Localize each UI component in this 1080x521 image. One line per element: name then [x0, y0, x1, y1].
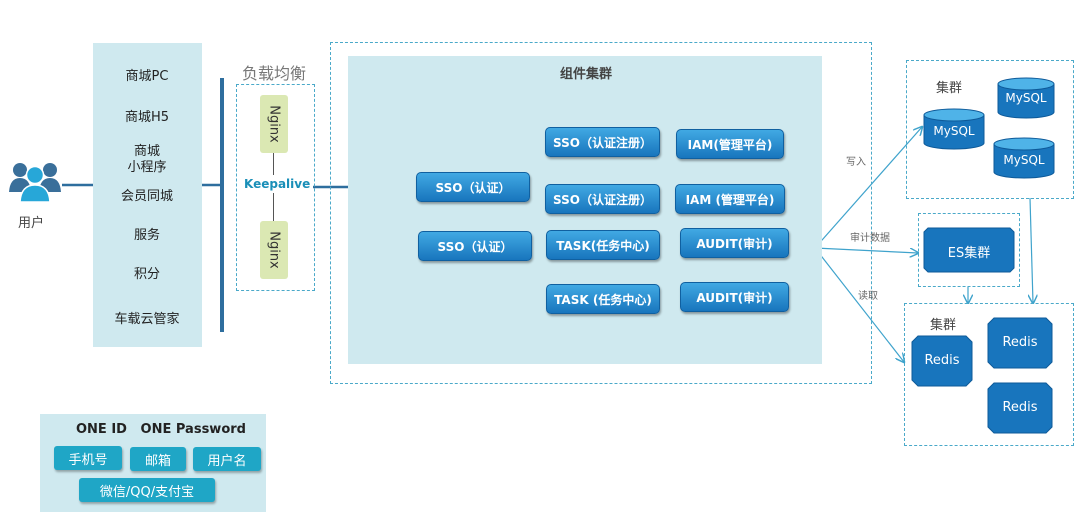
sso-register-service-2: SSO（认证注册）: [545, 184, 660, 214]
load-balancer-box: [236, 84, 315, 291]
email-option: 邮箱: [130, 447, 186, 471]
write-label: 写入: [846, 157, 866, 168]
user-label: 用户: [18, 216, 45, 231]
mysql-db-1-label: MySQL: [1005, 91, 1047, 105]
read-arrow: [814, 247, 904, 362]
client-car-cloud: 车载云管家: [114, 312, 180, 327]
sso-auth-service-2: SSO（认证）: [418, 231, 532, 261]
client-member-city: 会员同城: [120, 189, 173, 204]
iam-service-2: IAM (管理平台): [675, 184, 785, 214]
phone-option: 手机号: [54, 446, 122, 470]
read-label: 读取: [858, 291, 878, 302]
nginx-link-lower: [273, 193, 274, 221]
audit-service-2: AUDIT(审计): [680, 282, 789, 312]
es-cluster-shape: [923, 227, 1015, 273]
audit-data-arrow: [814, 247, 918, 253]
redis-node-1: [911, 335, 973, 387]
audit-service-1: AUDIT(审计): [680, 228, 789, 258]
redis-node-1-label: Redis: [924, 353, 960, 368]
redis-node-2: [987, 317, 1053, 369]
mysql-db-2: [923, 108, 985, 150]
redis-node-3: [987, 382, 1053, 434]
redis-cluster-label: 集群: [930, 318, 957, 333]
keepalive-label: Keepalive: [244, 177, 311, 191]
mysql-cluster-box: [906, 60, 1074, 199]
mysql-db-1: [997, 77, 1055, 119]
oneid-title: ONE ID ONE Password: [76, 422, 246, 437]
redis-node-3-label: Redis: [1002, 400, 1038, 415]
client-mall-miniprogram: 商城 小程序: [127, 144, 167, 175]
redis-cluster-box: [904, 303, 1074, 446]
audit-data-label: 审计数据: [850, 233, 890, 244]
sso-register-service-1: SSO（认证注册）: [545, 127, 660, 157]
task-service-2: TASK (任务中心): [546, 284, 660, 314]
social-login-option: 微信/QQ/支付宝: [79, 478, 215, 502]
client-panel: 商城PC 商城H5 商城 小程序 会员同城 服务 积分 车载云管家: [93, 43, 202, 347]
load-balancer-title: 负载均衡: [242, 64, 307, 83]
mysql-db-3-label: MySQL: [1003, 153, 1045, 167]
client-service: 服务: [133, 228, 160, 243]
nginx-link: [273, 153, 274, 175]
client-mall-pc: 商城PC: [125, 69, 169, 84]
username-option: 用户名: [193, 447, 261, 471]
nginx-top: Nginx: [260, 95, 288, 153]
client-points: 积分: [133, 267, 160, 282]
mysql-to-redis-arrow: [1030, 197, 1033, 303]
iam-service-1: IAM(管理平台): [676, 129, 784, 159]
es-cluster-box: [918, 213, 1020, 287]
oneid-panel: ONE ID ONE Password 手机号 邮箱 用户名 微信/QQ/支付宝: [40, 414, 266, 512]
es-cluster-label: ES集群: [947, 246, 991, 261]
sso-auth-service-1: SSO（认证）: [416, 172, 530, 202]
mysql-cluster-label: 集群: [936, 81, 963, 96]
task-service-1: TASK(任务中心): [546, 230, 660, 260]
mysql-db-2-label: MySQL: [933, 124, 975, 138]
users-icon: [8, 158, 62, 204]
mysql-db-3: [993, 137, 1055, 179]
write-arrow: [814, 127, 922, 249]
redis-node-2-label: Redis: [1002, 335, 1038, 350]
nginx-bottom: Nginx: [260, 221, 288, 279]
component-cluster-outer: [330, 42, 872, 384]
component-cluster-title: 组件集群: [560, 67, 613, 82]
client-mall-h5: 商城H5: [124, 110, 170, 125]
